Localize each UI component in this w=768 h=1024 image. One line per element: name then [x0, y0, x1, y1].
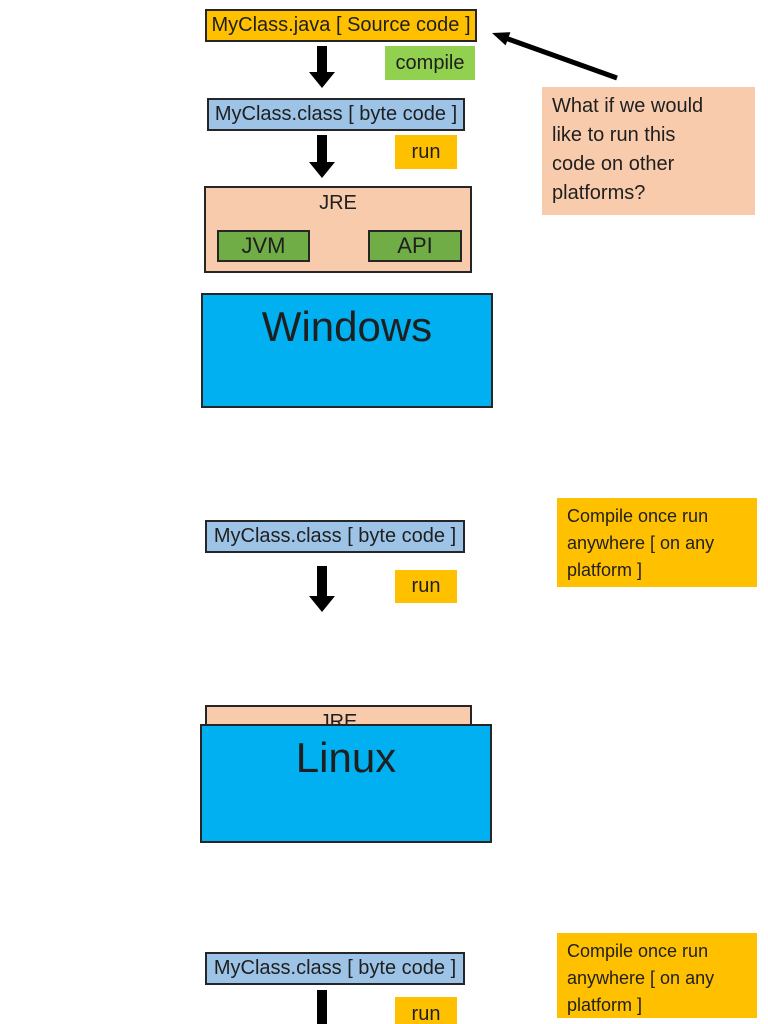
platform-windows-label: Windows [261, 303, 433, 350]
run-label: run [395, 997, 457, 1024]
compile-once-line: anywhere [ on any [567, 533, 715, 553]
bytecode-label: MyClass.class [ byte code ] [213, 525, 457, 547]
annotation-arrow-icon [492, 32, 618, 81]
compile-arrow-down-icon [309, 46, 335, 88]
run-arrow-down-icon [309, 990, 335, 1024]
question-note-line: platforms? [552, 182, 646, 204]
compile-once-line: anywhere [ on any [567, 968, 715, 988]
compile-once-note: Compile once run anywhere [ on any platf… [557, 933, 757, 1018]
bytecode-box: MyClass.class [ byte code ] [207, 98, 465, 131]
compile-label: compile [385, 46, 475, 80]
run-label: run [395, 570, 457, 603]
bytecode-box: MyClass.class [ byte code ] [205, 520, 465, 553]
question-note: What if we would like to run this code o… [542, 87, 755, 215]
question-note-line: What if we would [552, 95, 704, 117]
jvm-box: JVM [217, 230, 310, 262]
source-code-label: MyClass.java [ Source code ] [211, 14, 471, 36]
compile-once-note: Compile once run anywhere [ on any platf… [557, 498, 757, 587]
run-arrow-down-icon [309, 566, 335, 612]
platform-box-windows: Windows [201, 293, 493, 408]
run-label: run [395, 135, 457, 169]
question-note-line: code on other [552, 153, 675, 175]
platform-linux-label: Linux [295, 734, 397, 781]
bytecode-label: MyClass.class [ byte code ] [214, 103, 458, 125]
api-box: API [368, 230, 462, 262]
jre-box: JRE JVM API [204, 186, 472, 273]
jre-label: JRE [319, 192, 357, 214]
bytecode-box: MyClass.class [ byte code ] [205, 952, 465, 985]
compile-once-line: Compile once run [567, 506, 709, 526]
run-arrow-down-icon [309, 135, 335, 178]
compile-once-line: platform ] [567, 560, 643, 580]
source-code-box: MyClass.java [ Source code ] [205, 9, 477, 42]
compile-once-line: Compile once run [567, 941, 709, 961]
compile-once-line: platform ] [567, 995, 643, 1015]
platform-box-linux: Linux [200, 724, 492, 843]
question-note-line: like to run this [552, 124, 676, 146]
bytecode-label: MyClass.class [ byte code ] [213, 957, 457, 979]
